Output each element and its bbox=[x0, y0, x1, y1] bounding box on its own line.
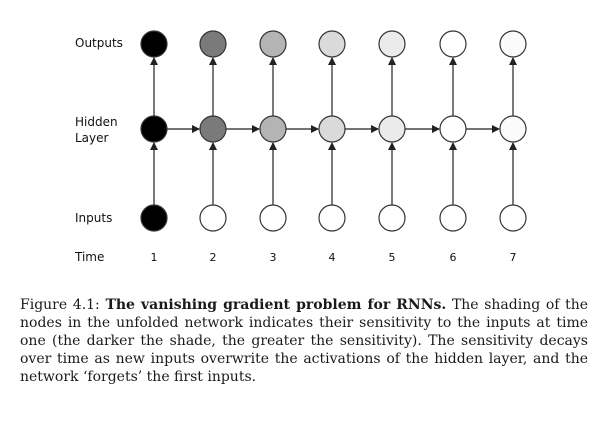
row-label-hidden-line1: Hidden bbox=[75, 115, 118, 129]
time-tick-4: 4 bbox=[329, 251, 336, 264]
hidden-node-7 bbox=[499, 115, 527, 143]
edges-layer bbox=[150, 57, 517, 205]
figure-caption: Figure 4.1: The vanishing gradient probl… bbox=[20, 296, 588, 386]
output-node-6 bbox=[439, 30, 467, 58]
diagram-canvas: Outputs Hidden Layer Inputs Time 1 2 3 4 5 6 7 bbox=[74, 30, 527, 264]
output-node-3 bbox=[259, 30, 287, 58]
hidden-node-4 bbox=[318, 115, 346, 143]
time-tick-1: 1 bbox=[151, 251, 158, 264]
output-node-4 bbox=[318, 30, 346, 58]
time-tick-2: 2 bbox=[210, 251, 217, 264]
hidden-node-2 bbox=[199, 115, 227, 143]
input-node-6 bbox=[439, 204, 467, 232]
caption-body: The shading of the nodes in the unfolded… bbox=[20, 297, 589, 385]
row-label-time: Time bbox=[74, 250, 104, 264]
time-tick-5: 5 bbox=[389, 251, 396, 264]
input-node-2 bbox=[199, 204, 227, 232]
input-node-4 bbox=[318, 204, 346, 232]
caption-figure-label: Figure 4.1: bbox=[20, 297, 100, 313]
hidden-node-6 bbox=[439, 115, 467, 143]
nodes-layer bbox=[140, 30, 527, 232]
input-node-7 bbox=[499, 204, 527, 232]
output-node-5 bbox=[378, 30, 406, 58]
output-node-7 bbox=[499, 30, 527, 58]
hidden-node-1 bbox=[140, 115, 168, 143]
input-node-5 bbox=[378, 204, 406, 232]
input-node-3 bbox=[259, 204, 287, 232]
hidden-node-3 bbox=[259, 115, 287, 143]
output-node-1 bbox=[140, 30, 168, 58]
time-tick-6: 6 bbox=[450, 251, 457, 264]
row-label-hidden-line2: Layer bbox=[75, 131, 109, 145]
rnn-unfolded-diagram: Outputs Hidden Layer Inputs Time 1 2 3 4 5 6 7 bbox=[74, 30, 527, 264]
time-tick-3: 3 bbox=[270, 251, 277, 264]
output-node-2 bbox=[199, 30, 227, 58]
hidden-node-5 bbox=[378, 115, 406, 143]
caption-bold-title: The vanishing gradient problem for RNNs. bbox=[105, 297, 447, 313]
labels-layer: Outputs Hidden Layer Inputs Time bbox=[74, 36, 123, 264]
row-label-inputs: Inputs bbox=[75, 211, 112, 225]
time-ticks-layer: 1 2 3 4 5 6 7 bbox=[151, 251, 517, 264]
time-tick-7: 7 bbox=[510, 251, 517, 264]
row-label-outputs: Outputs bbox=[75, 36, 123, 50]
input-node-1 bbox=[140, 204, 168, 232]
